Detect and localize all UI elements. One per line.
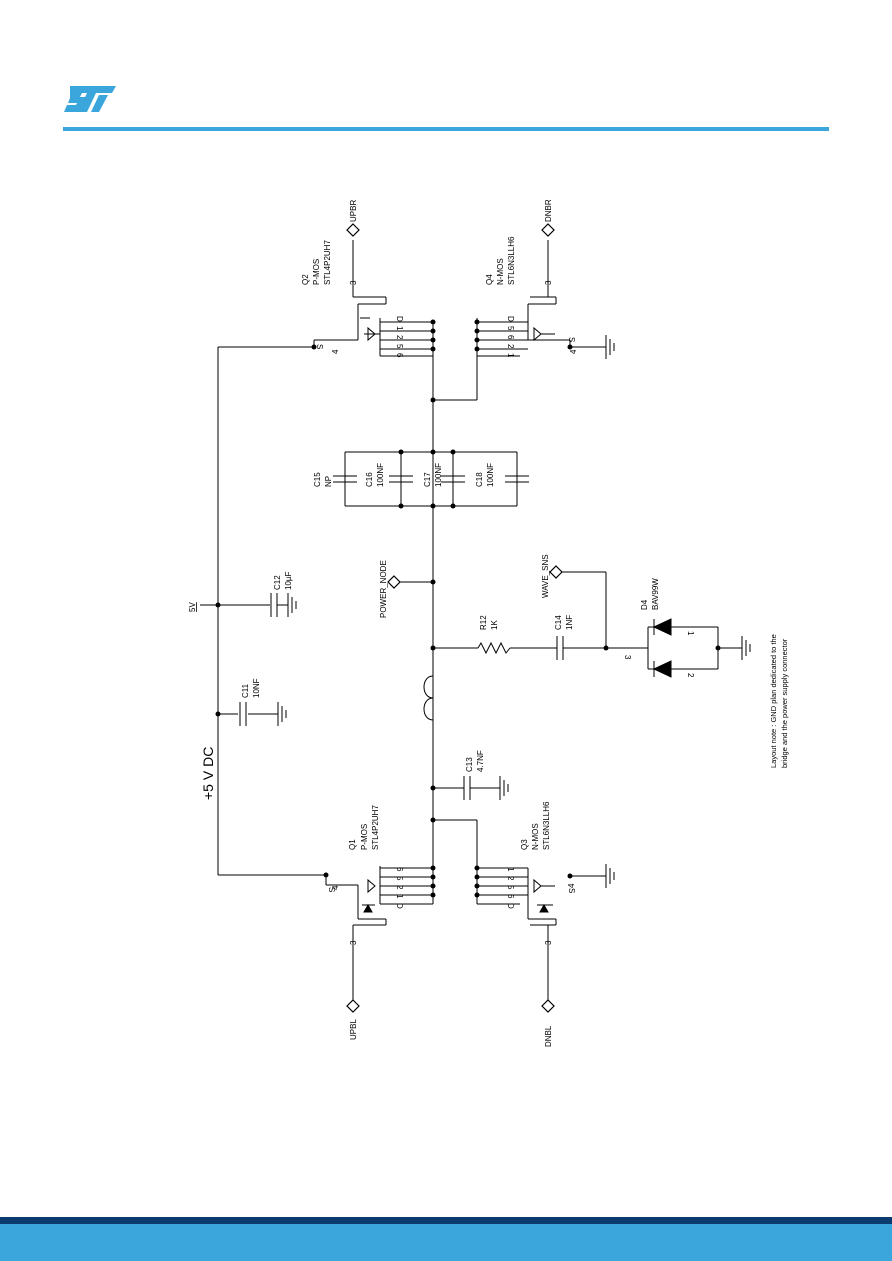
c18-ref: C18 [475,472,484,487]
q1-ref: Q1 [348,839,357,850]
pin-label: 5 [395,876,404,881]
pin-label: 6 [506,894,515,899]
pin-label: 6 [506,335,515,340]
q1-part: STL4P2UH7 [371,805,380,850]
net-upbr: UPBR [349,200,358,222]
pin-label: S [327,887,336,892]
q2-part: STL4P2UH7 [323,240,332,285]
footer-band [0,1224,892,1261]
footer-band-dark [0,1217,892,1224]
q3-ref: Q3 [520,839,529,850]
pin-label: S [567,888,576,893]
pin-label: 2 [686,673,695,678]
pin-label: 6 [395,353,404,358]
supply-label: +5 V DC [200,747,216,800]
pin-label: 5 [506,326,515,331]
r12-ref: R12 [479,615,488,630]
q3-type: N-MOS [531,823,540,850]
net-dnbl: DNBL [544,1025,553,1047]
net-port [541,223,555,237]
pin-label: 4 [569,349,578,354]
q4-ref: Q4 [485,274,494,285]
c17-value: 100NF [434,463,443,487]
pin-label: 2 [395,885,404,890]
pin-label: 1 [395,326,404,331]
net-dnbr: DNBR [544,199,553,222]
q2-type: P-MOS [312,259,321,285]
pin-label: 1 [395,894,404,899]
r12-value: 1K [490,620,499,630]
pin-label: 1 [506,867,515,872]
pin-label: 5 [506,885,515,890]
pin-label: 3 [544,940,553,945]
header-rule [63,127,829,131]
pin-label: 4 [331,885,340,890]
c16-value: 100NF [376,463,385,487]
pin-label: 3 [349,940,358,945]
net-power-node: POWER_NODE [379,560,388,618]
st-logo [64,86,116,112]
net-port [346,999,360,1013]
pin-label: D [506,316,515,322]
c13-value: 4.7NF [476,750,485,772]
c12-ref: C12 [273,575,282,590]
c11-ref: C11 [241,683,250,698]
c15-value: NP [324,476,333,487]
d4-ref: D4 [640,599,649,610]
c15-ref: C15 [313,472,322,487]
net-port [541,999,555,1013]
pin-label: 3 [623,655,632,660]
net-wave-sns: WAVE_SNS [541,554,550,598]
c18-value: 100NF [486,463,495,487]
q1-type: P-MOS [360,824,369,850]
c17-ref: C17 [423,472,432,487]
pin-label: 3 [349,280,358,285]
c12-value: 10µF [284,571,293,590]
net-port [549,565,563,579]
pin-label: 2 [506,876,515,881]
pin-label: 3 [544,280,553,285]
q2-ref: Q2 [301,274,310,285]
net-port [346,223,360,237]
pin-label: 4 [331,349,340,354]
pin-label: 4 [567,883,576,888]
q4-type: N-MOS [496,258,505,285]
pin-label: 2 [395,335,404,340]
pin-label: 6 [395,867,404,872]
c14-ref: C14 [554,615,563,630]
q4-part: STL6N3LLH6 [507,236,516,285]
c16-ref: C16 [365,472,374,487]
q3-part: STL6N3LLH6 [542,801,551,850]
pin-label: 2 [506,344,515,349]
pin-label: S [315,344,324,349]
d4-part: BAV99W [651,578,660,610]
pin-label: D [395,316,404,322]
pin-label: 5 [395,344,404,349]
pin-label: 1 [506,353,515,358]
supply-net-label: 5V [188,602,197,612]
layout-note-line-2: bridge and the power supply connector [780,638,789,768]
net-port [387,575,401,589]
net-upbl: UPBL [349,1019,358,1040]
c14-value: 1NF [565,615,574,630]
c13-ref: C13 [465,757,474,772]
pin-label: D [395,903,404,909]
pin-label: 1 [686,631,695,636]
pin-label: D [506,903,515,909]
pin-label: S [567,337,576,342]
c11-value: 10NF [252,678,261,698]
layout-note-line-1: Layout note : GND plan dedicated to the [769,634,778,768]
